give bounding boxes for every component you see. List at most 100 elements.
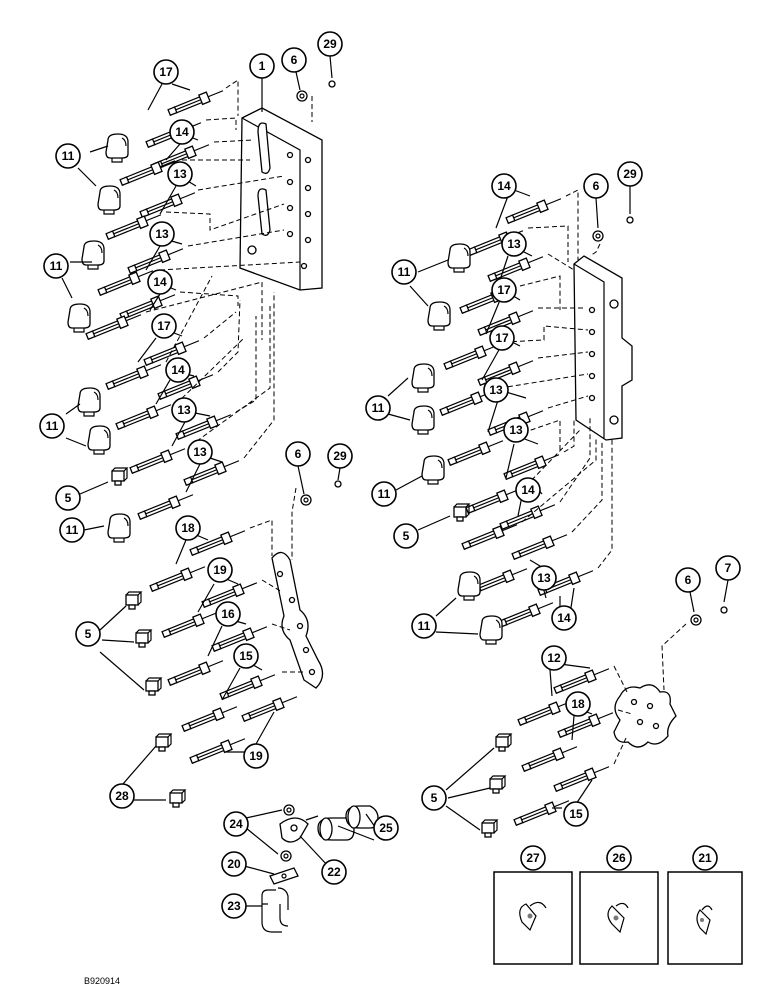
callout-circle: [167, 161, 193, 187]
callout-circle: [321, 859, 347, 885]
callout-number: 11: [372, 401, 385, 415]
callout-number: 18: [571, 697, 585, 711]
callout-circle: [55, 485, 81, 511]
callout-circle: [151, 313, 177, 339]
callout-c13b: 13: [149, 221, 175, 247]
callout-number: 20: [227, 857, 241, 871]
callout-number: 5: [65, 491, 72, 505]
callout-circle: [565, 691, 591, 717]
callout-circle: [175, 515, 201, 541]
hardware-cluster: [261, 804, 379, 933]
callout-number: 29: [333, 449, 347, 463]
callout-circle: [563, 801, 589, 827]
callout-c13c: 13: [171, 397, 197, 423]
callout-c28: 28: [109, 783, 135, 809]
callout-number: 7: [725, 561, 732, 575]
callout-c16: 16: [215, 601, 241, 627]
callout-circle: [165, 357, 191, 383]
callout-circle: [171, 397, 197, 423]
callout-circle: [55, 143, 81, 169]
inset-27: [493, 871, 573, 965]
callout-number: 11: [62, 149, 75, 163]
callout-number: 6: [295, 447, 302, 461]
callout-number: 14: [557, 611, 571, 625]
callout-c15b: 15: [563, 801, 589, 827]
callout-c6b: 6: [285, 441, 311, 467]
callout-number: 23: [227, 899, 241, 913]
callout-circle: [249, 53, 275, 79]
callout-c24: 24: [223, 811, 249, 837]
callout-c21: 21: [692, 845, 718, 871]
callout-circle: [285, 441, 311, 467]
callout-number: 21: [698, 851, 712, 865]
callout-c7: 7: [715, 555, 741, 581]
callout-number: 11: [398, 265, 411, 279]
inset-21: [667, 871, 743, 965]
callout-number: 13: [509, 423, 523, 437]
callout-circle: [515, 477, 541, 503]
callout-c11e: 11: [391, 259, 417, 285]
callout-number: 14: [153, 275, 167, 289]
bracket-left: [239, 107, 323, 291]
callout-circle: [501, 231, 527, 257]
callout-c26: 26: [606, 845, 632, 871]
callout-circle: [207, 557, 233, 583]
callout-number: 6: [593, 179, 600, 193]
callout-number: 13: [193, 445, 207, 459]
callout-number: 29: [323, 37, 337, 51]
callout-circle: [221, 851, 247, 877]
callout-c14b: 14: [147, 269, 173, 295]
callout-c22: 22: [321, 859, 347, 885]
callout-c14f: 14: [551, 605, 577, 631]
callout-number: 22: [327, 865, 341, 879]
callout-number: 14: [175, 125, 189, 139]
callout-circle: [147, 269, 173, 295]
callout-number: 27: [526, 851, 540, 865]
callout-number: 29: [623, 167, 637, 181]
callout-c11f: 11: [365, 395, 391, 421]
callout-number: 16: [221, 607, 235, 621]
callout-c6a: 6: [281, 47, 307, 73]
leaders-right: [499, 189, 687, 765]
callout-circle: [489, 325, 515, 351]
callout-number: 17: [497, 283, 511, 297]
callout-number: 24: [229, 817, 243, 831]
callout-number: 11: [50, 259, 63, 273]
callout-circle: [39, 413, 65, 439]
callout-number: 17: [495, 331, 509, 345]
callout-number: 6: [291, 53, 298, 67]
callout-c5a: 5: [55, 485, 81, 511]
callout-number: 15: [239, 649, 253, 663]
callout-circle: [59, 517, 85, 543]
callout-c17b: 17: [151, 313, 177, 339]
callout-c14d: 14: [491, 173, 517, 199]
callout-c23: 23: [221, 893, 247, 919]
callout-number: 18: [181, 521, 195, 535]
callout-c29c: 29: [617, 161, 643, 187]
callout-number: 13: [489, 383, 503, 397]
plate-right-lower: [613, 684, 677, 748]
callout-circle: [520, 845, 546, 871]
callout-circle: [243, 743, 269, 769]
callout-c14e: 14: [515, 477, 541, 503]
callout-circle: [715, 555, 741, 581]
plate-left-lower: [271, 551, 324, 689]
callout-c13e: 13: [501, 231, 527, 257]
callout-circle: [109, 783, 135, 809]
leaders-left: [145, 79, 313, 673]
callout-circle: [365, 395, 391, 421]
callout-circle: [606, 845, 632, 871]
callout-circle: [153, 59, 179, 85]
callout-c29b: 29: [327, 443, 353, 469]
callout-circle: [675, 567, 701, 593]
callout-c5c: 5: [393, 523, 419, 549]
callout-circle: [491, 277, 517, 303]
callout-number: 25: [379, 821, 393, 835]
callout-number: 14: [497, 179, 511, 193]
callout-c11a: 11: [55, 143, 81, 169]
drawing-code: B920914: [84, 976, 120, 986]
callout-c1: 1: [249, 53, 275, 79]
callout-circle: [551, 605, 577, 631]
callout-c13f: 13: [483, 377, 509, 403]
